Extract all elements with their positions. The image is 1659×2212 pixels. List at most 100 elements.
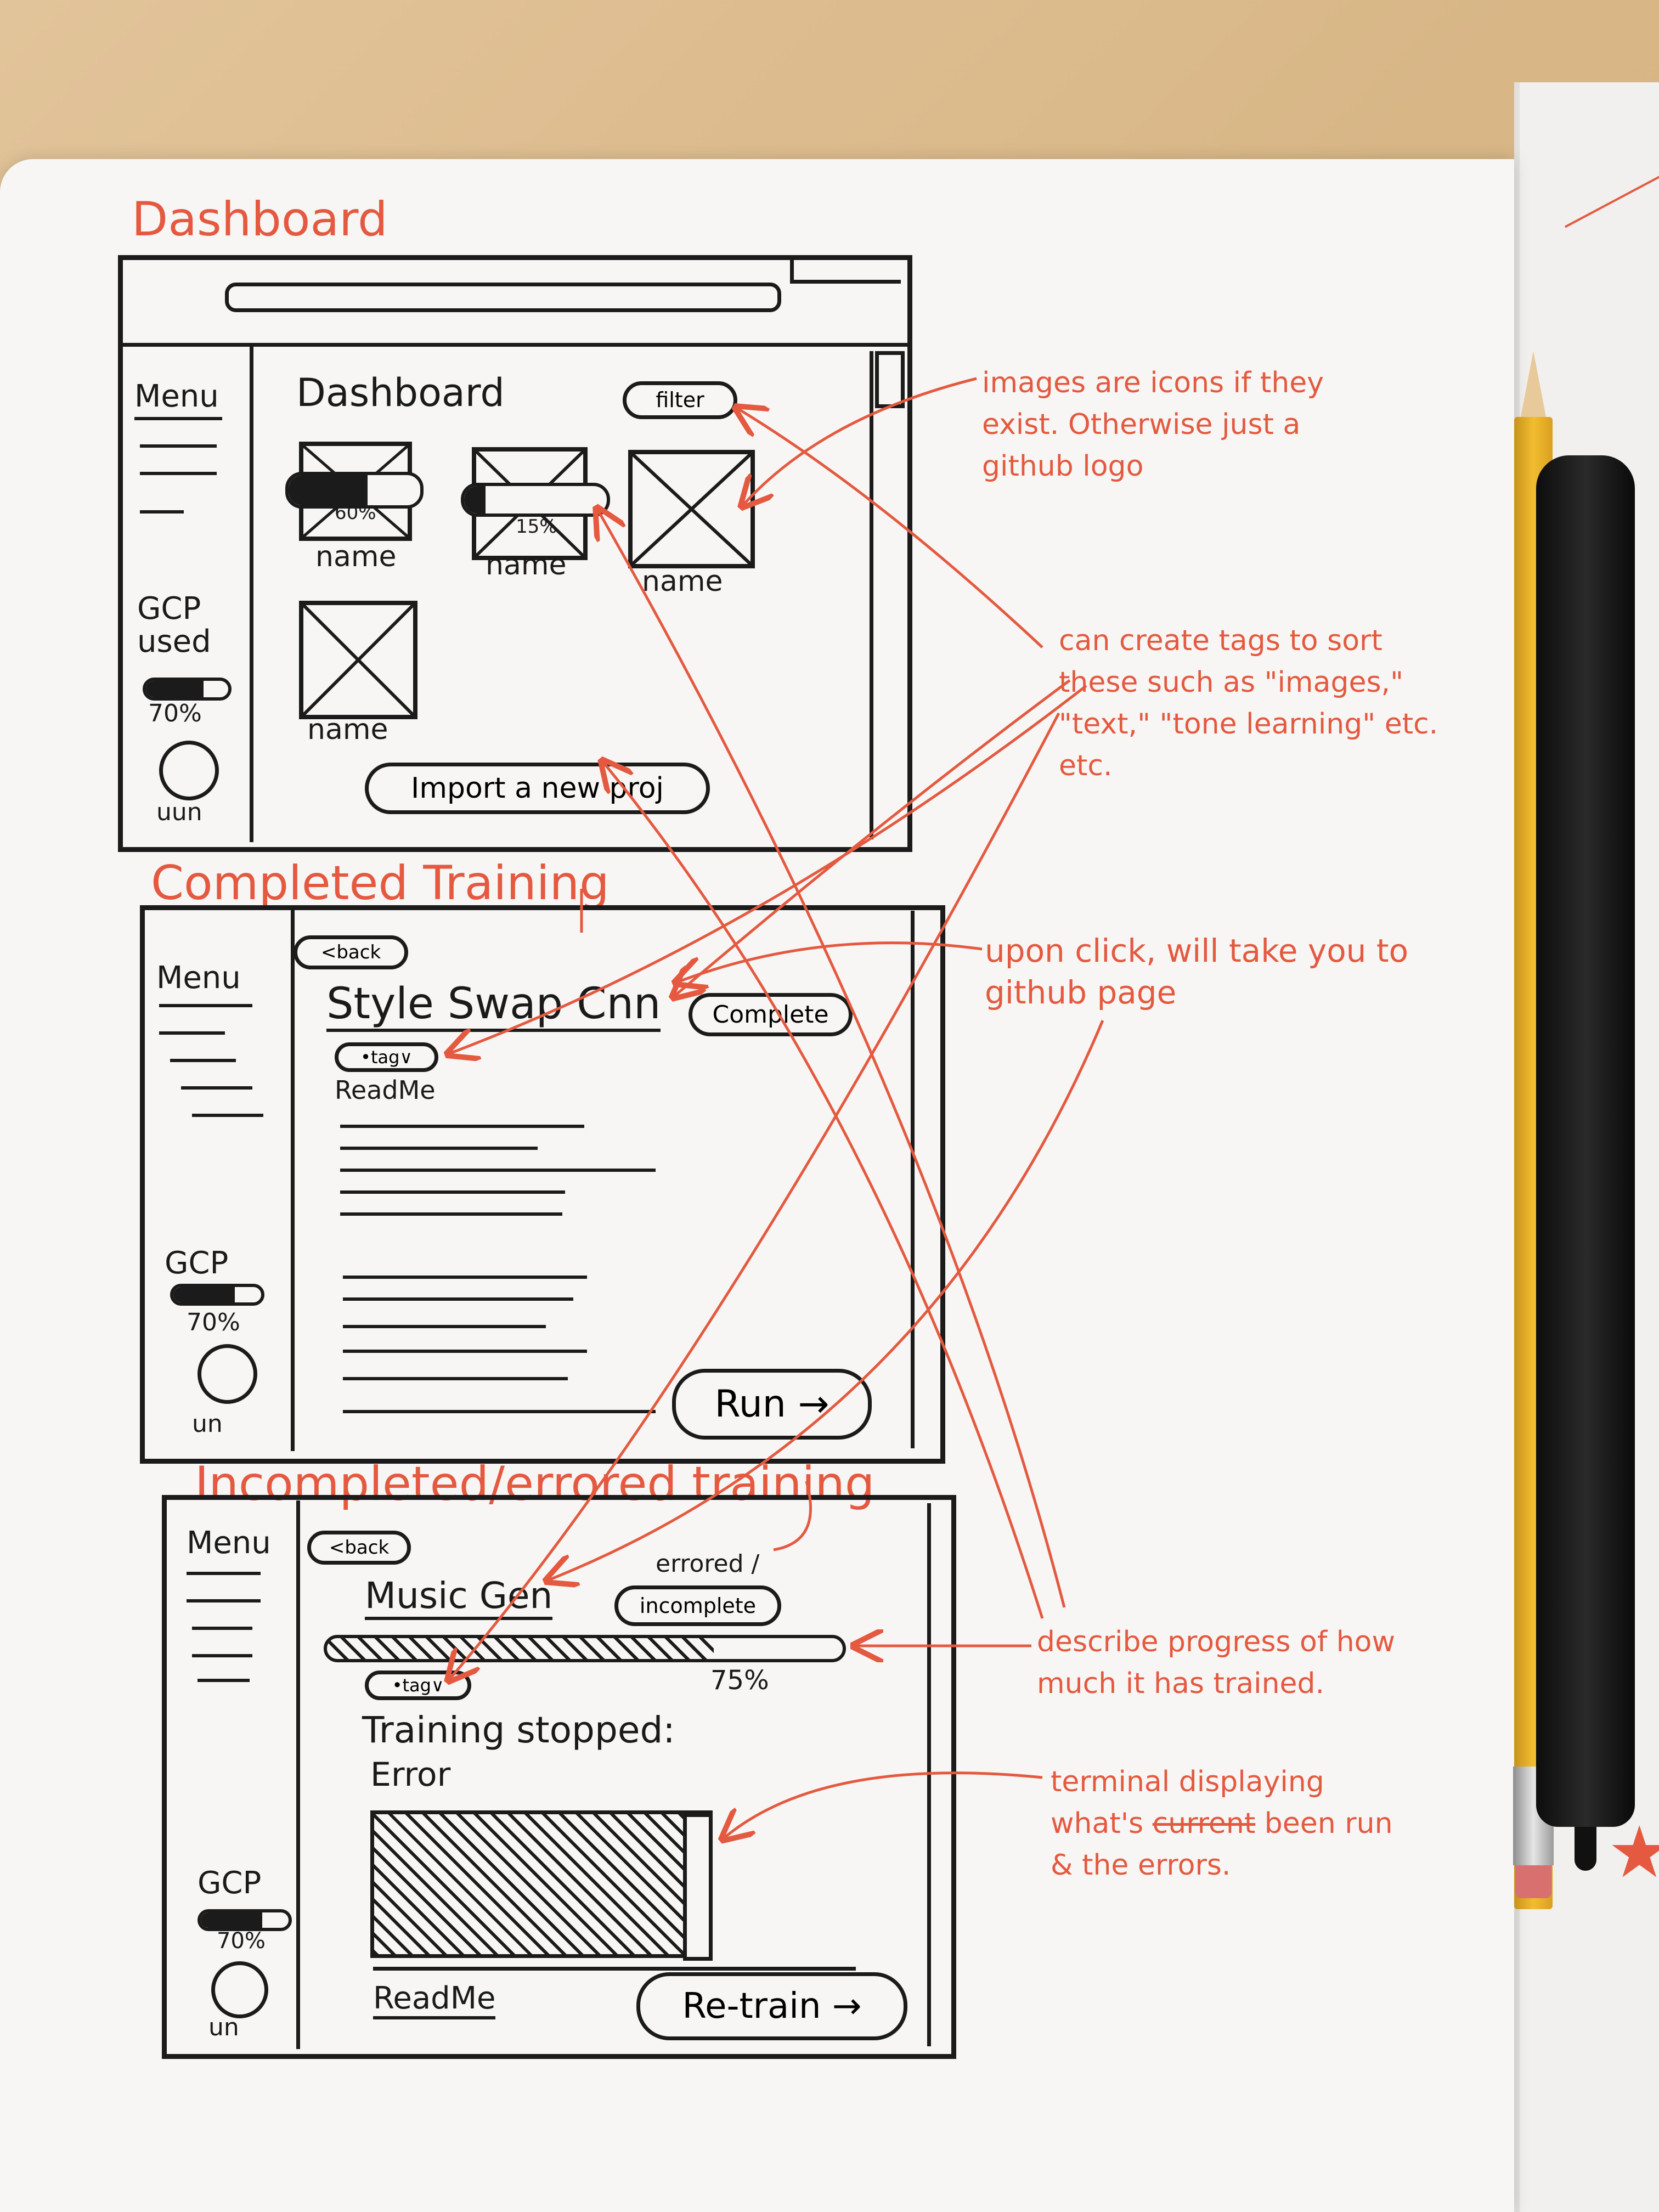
arrow-click-to-card — [598, 510, 1066, 1608]
arrow-tags-to-tag — [450, 685, 1087, 1053]
readme-line — [343, 1276, 587, 1279]
dashboard-title: Dashboard — [296, 370, 505, 415]
user-name-scribble: un — [208, 2013, 239, 2041]
dashboard-window — [118, 255, 912, 852]
menu-item-2[interactable] — [140, 444, 217, 448]
note-terminal-suffix: been run & the errors. — [1051, 1807, 1393, 1882]
arrow-tags-to-title — [675, 679, 1071, 996]
readme-line — [340, 1169, 656, 1172]
pen-tip — [1575, 1827, 1596, 1871]
menu-item-1[interactable] — [187, 1572, 261, 1575]
dashboard-menu-label[interactable]: Menu — [134, 379, 219, 414]
address-bar[interactable] — [225, 283, 781, 312]
arrow-terminal — [724, 1771, 1043, 1838]
project-card-1-progress-fill — [289, 475, 368, 505]
pencil-tip — [1520, 351, 1547, 422]
menu-item-2[interactable] — [187, 1599, 261, 1602]
terminal-scrollbar[interactable] — [683, 1813, 713, 1961]
completed-menu-label[interactable]: Menu — [156, 960, 241, 996]
error-terminal[interactable] — [370, 1810, 713, 1958]
incomplete-scrollbar-track[interactable] — [927, 1503, 931, 2046]
incomplete-window — [162, 1495, 956, 2059]
menu-item-1[interactable] — [159, 1004, 252, 1007]
menu-item-4[interactable] — [181, 1086, 252, 1090]
gcp-percent: 70% — [148, 699, 202, 727]
gcp-usage-bar — [143, 678, 232, 701]
menu-item-3[interactable] — [140, 472, 217, 475]
menu-item-4[interactable] — [140, 510, 184, 514]
note-terminal-struck: current — [1152, 1807, 1256, 1840]
project-card-2-name[interactable]: name — [486, 549, 567, 582]
training-stopped-label: Training stopped: — [362, 1709, 675, 1751]
section-divider — [373, 1967, 856, 1971]
project-card-4-image[interactable] — [299, 601, 417, 719]
back-button[interactable]: <back — [294, 935, 408, 969]
gcp-usage-fill — [173, 1287, 235, 1302]
readme-line — [343, 1325, 546, 1328]
user-name-scribble: un — [192, 1410, 223, 1438]
user-avatar[interactable] — [211, 1961, 268, 2018]
readme-line — [343, 1410, 656, 1413]
readme-label: ReadMe — [373, 1980, 496, 2019]
filter-dropdown[interactable]: filter — [623, 381, 737, 419]
project-card-2-percent: 15% — [516, 516, 557, 538]
back-button[interactable]: <back — [307, 1531, 411, 1565]
window-controls[interactable] — [790, 258, 901, 284]
note-icons: images are icons if they exist. Otherwis… — [982, 366, 1324, 483]
retrain-button[interactable]: Re-train → — [636, 1972, 907, 2040]
browser-toolbar-divider — [118, 343, 908, 347]
dashboard-scrollbar-track[interactable] — [870, 351, 873, 839]
project-card-4-name[interactable]: name — [307, 713, 388, 746]
user-avatar[interactable] — [159, 741, 219, 800]
readme-line — [340, 1147, 538, 1150]
note-tags: can create tags to sort these such as "i… — [1059, 624, 1438, 782]
completed-scrollbar-track[interactable] — [911, 911, 915, 1448]
incomplete-menu-label[interactable]: Menu — [187, 1525, 271, 1561]
training-progress-bar — [324, 1635, 846, 1662]
menu-item-1[interactable] — [134, 417, 222, 420]
gcp-usage-fill — [146, 681, 204, 697]
arrow-tags-to-incomplete-tag — [450, 712, 1060, 1679]
menu-item-4[interactable] — [192, 1654, 252, 1657]
gcp-usage-fill — [201, 1912, 262, 1928]
note-terminal-prefix: terminal displaying what's — [1051, 1765, 1324, 1840]
project-title: Music Gen — [365, 1575, 553, 1620]
incomplete-heading: Incompleted/errored training — [195, 1457, 875, 1511]
arrow-click-to-import — [603, 763, 1044, 1619]
project-card-2-progress-fill — [464, 486, 486, 514]
gcp-percent: 70% — [187, 1308, 240, 1336]
arrow-click-back — [678, 941, 983, 982]
error-label: Error — [370, 1756, 451, 1794]
completed-window — [140, 905, 945, 1464]
gcp-label: GCP — [198, 1865, 262, 1901]
user-name-scribble: uun — [156, 798, 202, 826]
gcp-label: GCP — [165, 1245, 229, 1281]
gcp-usage-bar — [170, 1284, 264, 1306]
note-terminal: terminal displaying what's current been … — [1051, 1761, 1407, 1886]
menu-item-5[interactable] — [192, 1114, 263, 1117]
training-progress-percent: 75% — [710, 1665, 769, 1696]
run-button[interactable]: Run → — [672, 1369, 872, 1440]
menu-item-2[interactable] — [159, 1031, 225, 1035]
status-badge: Complete — [689, 993, 853, 1036]
project-card-1-name[interactable]: name — [315, 540, 397, 573]
completed-heading: Completed Training — [151, 856, 610, 911]
menu-item-3[interactable] — [170, 1059, 236, 1062]
pencil-eraser — [1515, 1865, 1551, 1898]
readme-line — [340, 1125, 584, 1128]
project-card-2-progress — [461, 483, 610, 517]
status-line-1: errored / — [656, 1550, 760, 1578]
note-click: upon click, will take you to github page — [985, 932, 1409, 1011]
project-card-3-name[interactable]: name — [642, 565, 723, 598]
project-card-1-percent: 60% — [335, 502, 376, 524]
incomplete-sidebar-divider — [296, 1500, 300, 2049]
status-badge: incomplete — [614, 1585, 781, 1626]
menu-item-3[interactable] — [192, 1627, 252, 1630]
user-avatar[interactable] — [198, 1344, 257, 1404]
training-progress-fill — [327, 1638, 714, 1659]
underline-incomplete — [773, 1481, 812, 1551]
menu-item-5[interactable] — [198, 1679, 250, 1682]
project-card-1-progress — [285, 472, 424, 509]
tag-dropdown[interactable]: •tag∨ — [335, 1042, 438, 1072]
